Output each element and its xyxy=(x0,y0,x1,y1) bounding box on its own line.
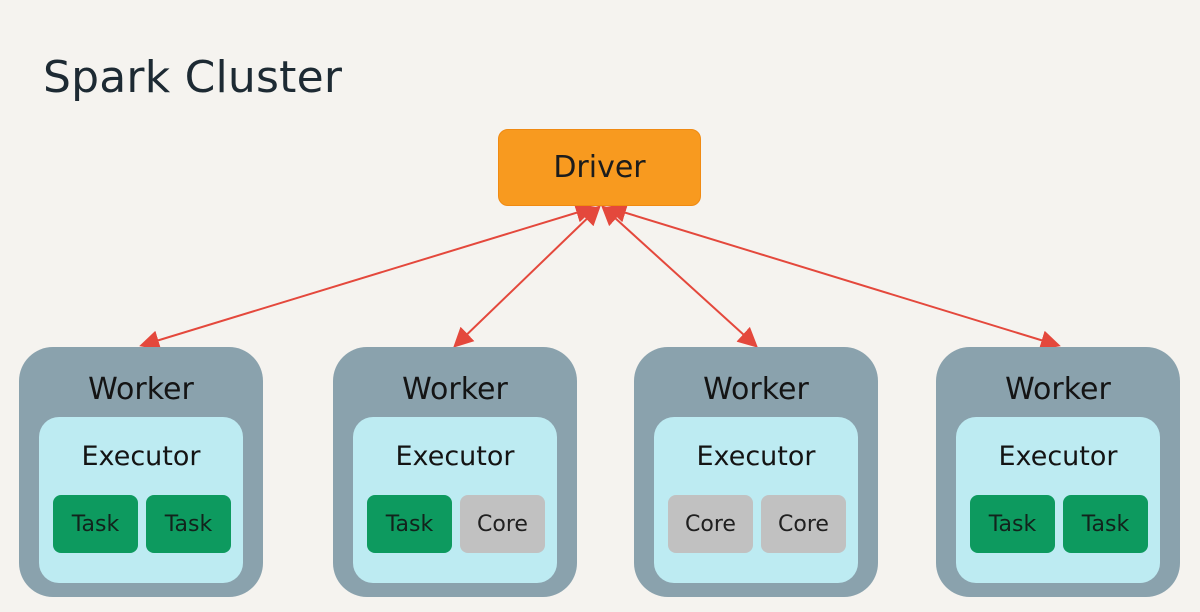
task-slot: Task xyxy=(53,495,138,553)
executor-slots: Task Task xyxy=(970,495,1148,553)
task-slot: Task xyxy=(146,495,231,553)
worker-node-1: Worker Executor Task Task xyxy=(19,347,263,597)
worker-node-3: Worker Executor Core Core xyxy=(634,347,878,597)
driver-node: Driver xyxy=(498,129,701,206)
executor-slots: Task Core xyxy=(367,495,545,553)
executor-label: Executor xyxy=(998,441,1118,472)
executor-slots: Core Core xyxy=(668,495,846,553)
executor-node: Executor Core Core xyxy=(654,417,858,583)
task-slot: Task xyxy=(1063,495,1148,553)
driver-worker-arrow-4 xyxy=(606,203,1061,350)
worker-label: Worker xyxy=(88,372,194,407)
task-slot: Task xyxy=(970,495,1055,553)
page-title: Spark Cluster xyxy=(43,52,343,103)
core-slot: Core xyxy=(668,495,753,553)
executor-label: Executor xyxy=(81,441,201,472)
worker-label: Worker xyxy=(402,372,508,407)
worker-label: Worker xyxy=(1005,372,1111,407)
task-slot: Task xyxy=(367,495,452,553)
driver-worker-arrow-2 xyxy=(453,205,601,348)
executor-label: Executor xyxy=(696,441,816,472)
worker-node-2: Worker Executor Task Core xyxy=(333,347,577,597)
executor-slots: Task Task xyxy=(53,495,231,553)
executor-node: Executor Task Core xyxy=(353,417,557,583)
core-slot: Core xyxy=(460,495,545,553)
executor-label: Executor xyxy=(395,441,515,472)
core-slot: Core xyxy=(761,495,846,553)
executor-node: Executor Task Task xyxy=(956,417,1160,583)
executor-node: Executor Task Task xyxy=(39,417,243,583)
driver-worker-arrow-3 xyxy=(601,205,758,348)
driver-worker-arrow-1 xyxy=(139,203,596,350)
worker-label: Worker xyxy=(703,372,809,407)
worker-node-4: Worker Executor Task Task xyxy=(936,347,1180,597)
driver-label: Driver xyxy=(553,150,646,185)
